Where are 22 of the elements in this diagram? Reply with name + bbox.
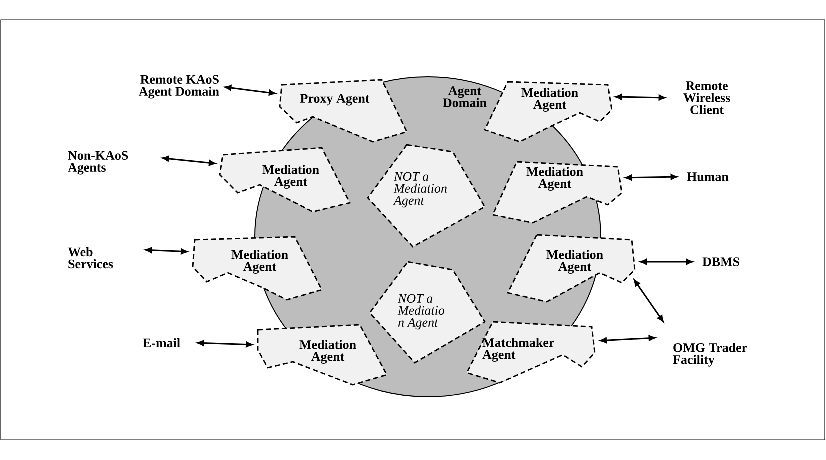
agent-polygon: Mediation Agent [492,161,623,224]
double-arrow [197,340,253,348]
external-label: Web Services [68,247,114,269]
double-arrow [625,174,678,181]
agent-polygon: Mediation Agent [257,324,388,386]
external-label: Remote Wireless Client [684,82,730,114]
double-arrow [145,247,188,255]
double-arrow [634,280,664,322]
agent-polygon: Mediation Agent [219,147,352,213]
double-arrow [640,259,694,265]
double-arrow [224,85,276,96]
agent-polygon: Mediation Agent [192,236,324,301]
external-label: Human [687,172,729,182]
external-label: Non-KAoS Agents [68,151,128,175]
agent-polygon: NOT a Mediation Agent [367,144,486,248]
external-label: Remote KAoS Agent Domain [139,75,220,99]
external-label: DBMS [702,258,740,266]
external-label: E-mail [143,338,180,348]
external-label: OMG Trader Facility [673,343,748,367]
double-arrow [162,156,216,166]
double-arrow [600,335,656,344]
double-arrow [615,94,666,101]
